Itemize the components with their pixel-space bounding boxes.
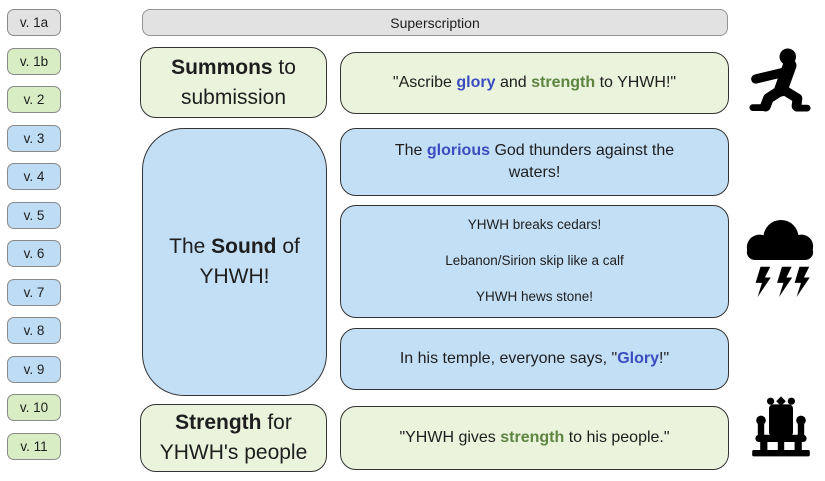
deeds-line-3: YHWH hews stone! (475, 289, 594, 305)
thunders-content-box: The glorious God thunders against the wa… (340, 128, 729, 196)
verse-label: v. 11 (7, 432, 61, 460)
deeds-content-box: YHWH breaks cedars! Lebanon/Sirion skip … (340, 205, 729, 318)
summons-title-box: Summons to submission (140, 47, 327, 118)
deeds-line-1: YHWH breaks cedars! (467, 217, 602, 232)
verse-label: v. 7 (7, 278, 61, 306)
gives-content-box: "YHWH gives strength to his people." (340, 406, 729, 470)
verse-label: v. 1b (7, 47, 61, 75)
verse-label: v. 10 (7, 394, 61, 421)
verse-label: v. 8 (7, 317, 61, 344)
strength-title-box: Strength for YHWH's people (140, 404, 327, 472)
verse-label: v. 4 (7, 163, 61, 190)
verse-label: v. 2 (7, 86, 61, 113)
deeds-line-2: Lebanon/Sirion skip like a calf (445, 253, 624, 269)
ascribe-content-box: "Ascribe glory and strength to YHWH!" (340, 52, 729, 114)
verse-label: v. 3 (7, 124, 61, 152)
superscription-bar: Superscription (142, 9, 728, 36)
verse-label: v. 6 (7, 240, 61, 267)
sound-title-box: The Sound of YHWH! (142, 128, 327, 396)
temple-content-box: In his temple, everyone says, "Glory!" (340, 328, 729, 390)
throne-icon (749, 390, 813, 462)
storm-cloud-lightning-icon (741, 215, 819, 301)
verse-label: v. 1a (7, 9, 61, 36)
verse-column: v. 1a v. 1b v. 2 v. 3 v. 4 v. 5 v. 6 v. 7 v. 8 v.… (7, 9, 61, 460)
kneeling-person-icon (749, 47, 811, 113)
verse-label: v. 9 (7, 355, 61, 383)
verse-label: v. 5 (7, 201, 61, 229)
